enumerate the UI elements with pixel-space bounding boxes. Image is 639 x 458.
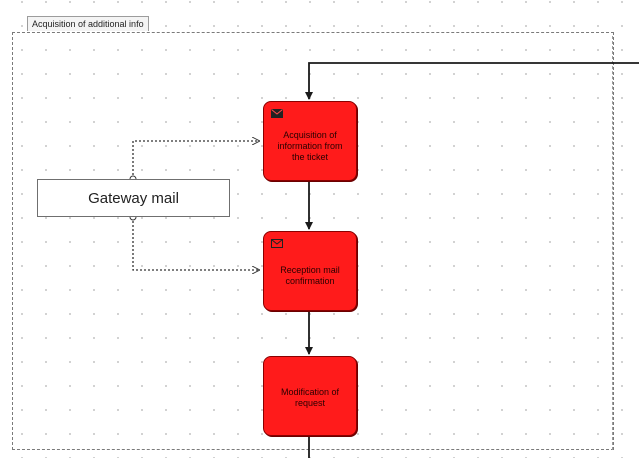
association-gateway-task2[interactable] <box>132 217 259 270</box>
task-label: Modification of request <box>280 387 340 408</box>
swimlane[interactable] <box>12 32 614 450</box>
envelope-outline-icon <box>271 239 283 248</box>
task-modification-of-request[interactable]: Modification of request <box>263 356 357 436</box>
task-label: Reception mail confirmation <box>280 265 340 286</box>
task-reception-mail-confirmation[interactable]: Reception mail confirmation <box>263 231 357 311</box>
gateway-mail-node[interactable]: Gateway mail <box>37 179 230 217</box>
sequence-flow-incoming[interactable] <box>305 62 639 100</box>
swimlane-edge <box>612 36 623 450</box>
association-gateway-task1[interactable] <box>132 141 259 179</box>
gateway-mail-label: Gateway mail <box>88 189 179 207</box>
swimlane-label: Acquisition of additional info <box>27 16 149 31</box>
envelope-filled-icon <box>271 109 283 118</box>
task-acquisition-of-information[interactable]: Acquisition of information from the tick… <box>263 101 357 181</box>
task-label: Acquisition of information from the tick… <box>277 129 343 162</box>
